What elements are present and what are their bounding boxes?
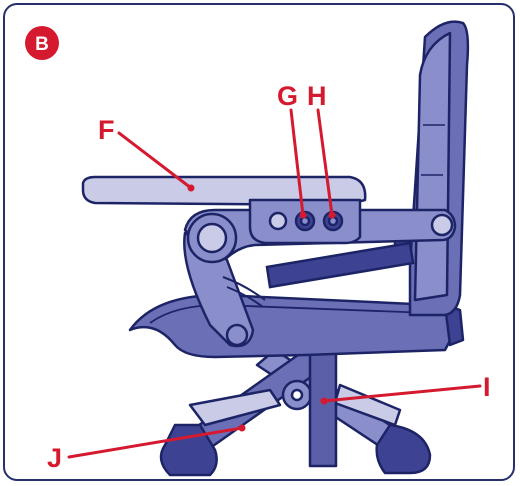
- right-foot: [375, 423, 432, 475]
- tray-lower-pivot: [225, 323, 249, 347]
- badge-circle: [25, 26, 59, 60]
- backrest: [393, 20, 470, 317]
- leader-line-h: [316, 108, 334, 217]
- leader-dot-j: [238, 424, 246, 432]
- backrest-inner: [413, 31, 452, 302]
- adjuster-button-1: [268, 211, 288, 231]
- tray-spring: [222, 276, 266, 308]
- leader-line-g: [289, 108, 305, 217]
- tray-swing-link: [183, 231, 255, 348]
- callout-g: G: [277, 81, 298, 111]
- left-foot: [159, 423, 218, 477]
- callout-i: I: [483, 372, 491, 402]
- callout-h: H: [307, 81, 327, 111]
- tray-rear-pivot: [430, 213, 454, 237]
- base-pivot-hole: [290, 388, 304, 402]
- badge-label: B: [35, 34, 49, 55]
- badge: B: [25, 26, 59, 60]
- leader-dot-i: [320, 397, 328, 405]
- tray-top: [81, 175, 367, 207]
- base-rail-left: [188, 388, 282, 427]
- leader-line-j: [67, 426, 244, 459]
- folding-base: [159, 336, 432, 477]
- leader-line-i: [322, 384, 482, 403]
- callout-labels: F G H I J: [47, 81, 491, 473]
- leader-dot-f: [187, 184, 195, 192]
- booster-seat-diagram: B: [25, 20, 491, 477]
- leader-dot-g: [299, 211, 307, 219]
- leader-lines: [67, 108, 482, 459]
- callout-j: J: [47, 443, 62, 473]
- leader-dot-h: [328, 211, 336, 219]
- tray-main-pivot-cap: [196, 222, 228, 254]
- seat-shell: [128, 293, 455, 359]
- side-strap: [265, 241, 415, 289]
- leader-line-f: [117, 131, 193, 190]
- diagram-frame: B: [3, 3, 515, 481]
- callout-f: F: [98, 115, 115, 145]
